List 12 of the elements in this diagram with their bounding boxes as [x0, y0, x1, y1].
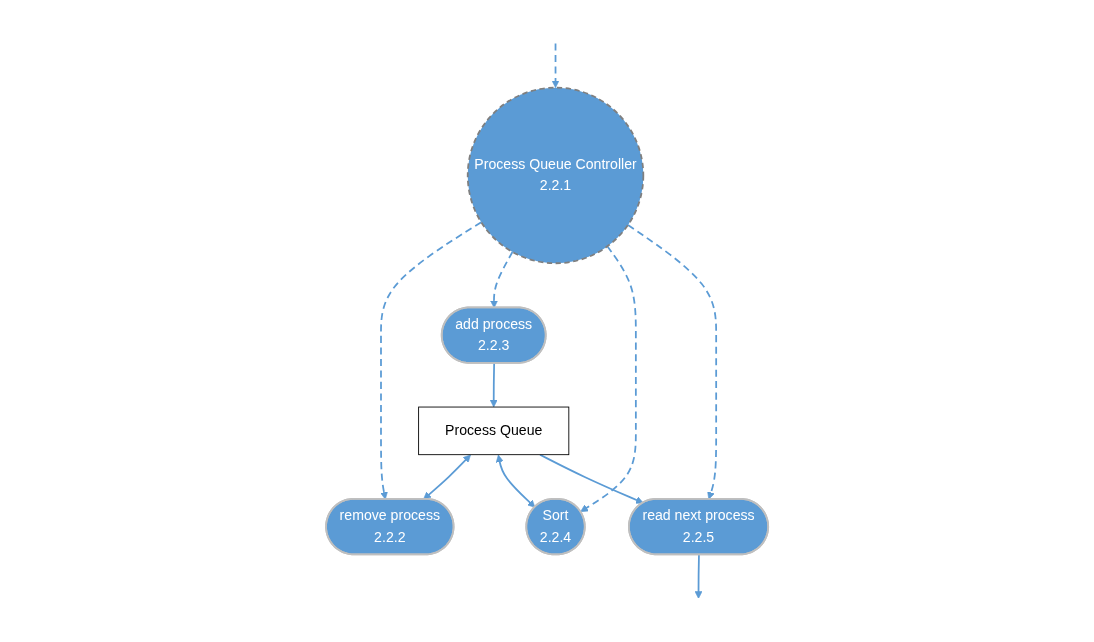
node-box: Process Queue — [418, 406, 570, 456]
node-circle: Process Queue Controller 2.2.1 — [466, 86, 645, 265]
arrow — [489, 362, 498, 408]
arrow — [551, 42, 560, 88]
arrow — [539, 453, 644, 504]
arrow — [627, 224, 717, 500]
arrow — [490, 251, 514, 309]
arrow — [580, 245, 637, 513]
arrow — [694, 553, 703, 599]
arrow — [495, 454, 536, 508]
arrow — [423, 454, 471, 500]
arrow — [380, 221, 482, 500]
